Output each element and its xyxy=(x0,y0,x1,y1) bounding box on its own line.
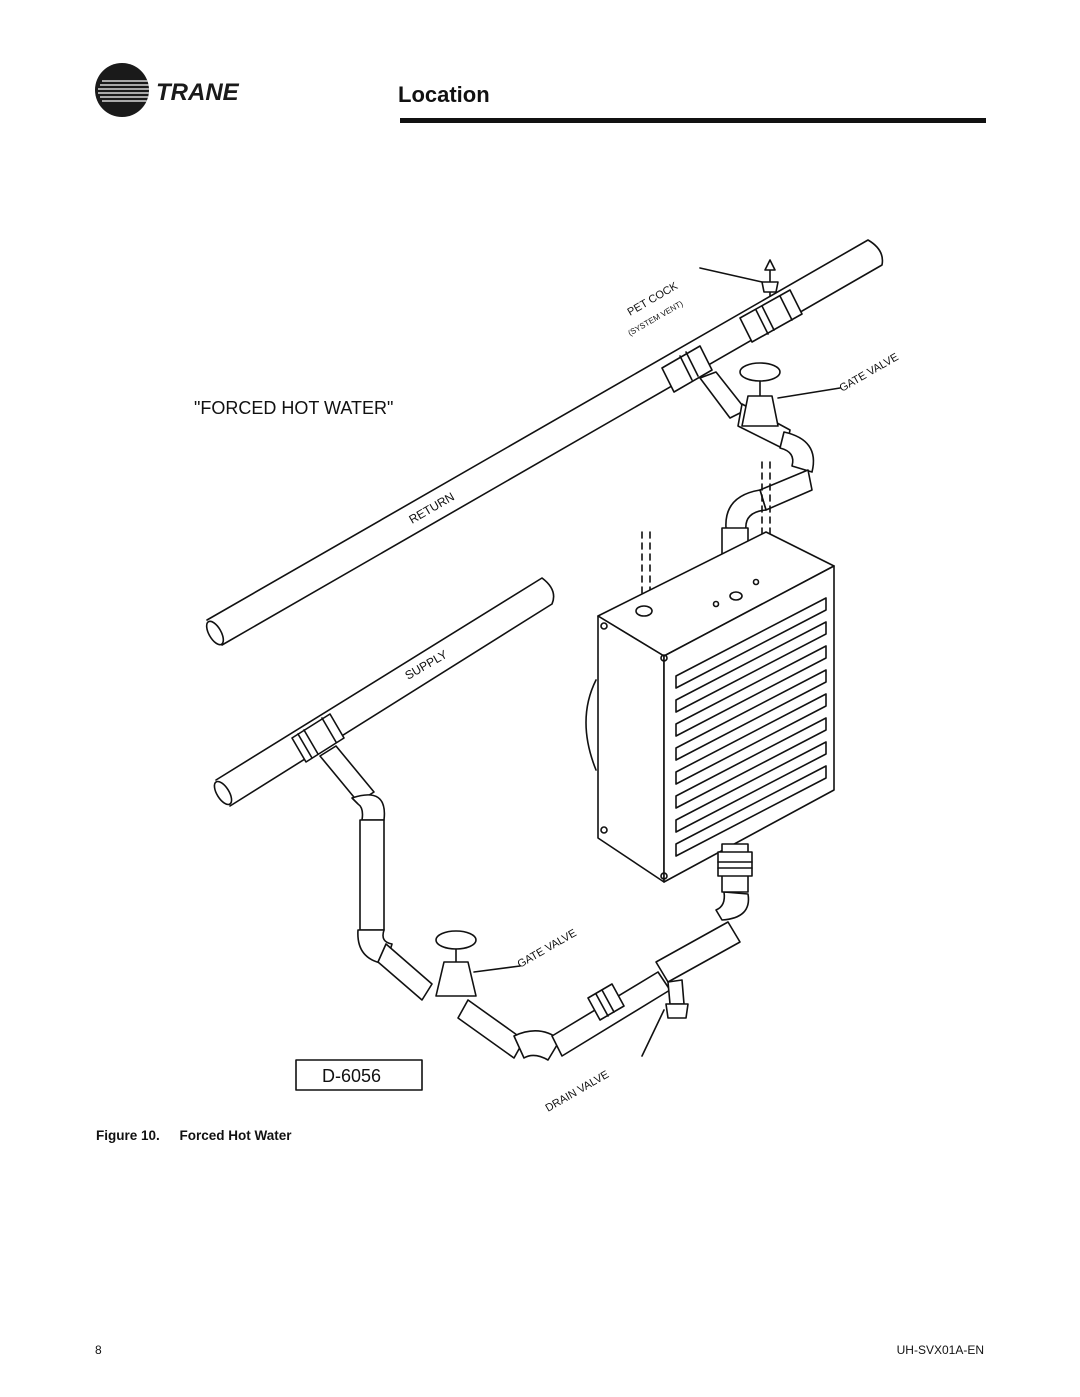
drain-valve-icon xyxy=(641,979,689,1057)
section-title: Location xyxy=(398,82,490,107)
label-gate-valve-top: GATE VALVE xyxy=(838,351,901,394)
return-pipe xyxy=(205,239,884,646)
page-number: 8 xyxy=(95,1343,102,1357)
document-id: UH-SVX01A-EN xyxy=(896,1343,984,1357)
figure-caption: Figure 10. Forced Hot Water xyxy=(96,1128,292,1143)
gate-valve-top-icon xyxy=(739,362,841,427)
title-rule xyxy=(400,118,986,123)
label-gate-valve-bottom: GATE VALVE xyxy=(516,927,579,970)
unit-heater xyxy=(585,531,835,883)
diagram-title: "FORCED HOT WATER" xyxy=(194,398,393,418)
brand-wordmark: TRANE xyxy=(156,79,240,106)
trane-logo: TRANE xyxy=(95,63,240,117)
pet-cock-icon xyxy=(699,259,779,297)
label-drain-valve: DRAIN VALVE xyxy=(544,1069,612,1115)
forced-hot-water-diagram: "FORCED HOT WATER" RETURN SUPPLY PET COC… xyxy=(194,239,901,1115)
label-supply: SUPPLY xyxy=(403,647,450,682)
gate-valve-bottom-icon xyxy=(435,930,521,997)
figure-caption-text: Forced Hot Water xyxy=(179,1128,292,1143)
drawing-id: D-6056 xyxy=(322,1066,381,1086)
supply-pipe xyxy=(213,577,555,807)
figure-number: Figure 10. xyxy=(96,1128,160,1143)
label-return: RETURN xyxy=(407,489,457,526)
drawing-id-box xyxy=(295,1059,423,1091)
supply-branch xyxy=(319,745,753,1061)
